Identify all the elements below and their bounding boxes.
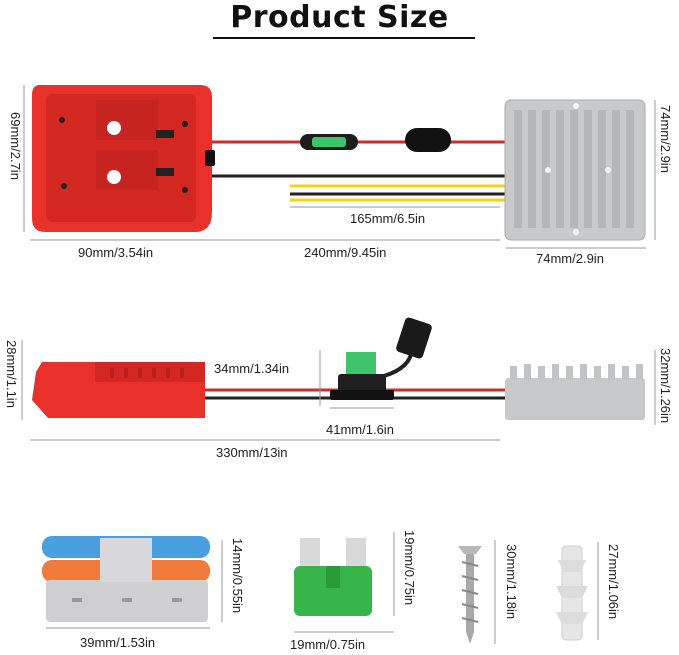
connector-width-label: 39mm/1.53in [80, 635, 156, 650]
side-fuse-holder [330, 317, 432, 400]
side-total-length-label: 330mm/13in [216, 445, 288, 460]
connector-height-label: 14mm/0.55in [230, 538, 245, 614]
top-wires [210, 140, 505, 202]
side-adapter-height-label: 28mm/1.1in [4, 340, 19, 408]
side-red-adapter [32, 362, 205, 418]
side-converter-height-label: 32mm/1.26in [658, 348, 673, 424]
top-cable-length-label: 240mm/9.45in [304, 245, 387, 260]
side-fuse-holder-width-label: 41mm/1.6in [326, 422, 394, 437]
page-title: Product Size [230, 0, 449, 35]
top-gray-converter [504, 99, 646, 241]
top-converter-height-label: 74mm/2.9in [658, 105, 673, 173]
screw [458, 546, 482, 644]
top-wire-length-label: 165mm/6.5in [350, 211, 426, 226]
fuse-height-label: 19mm/0.75in [402, 530, 417, 606]
top-dimension-lines [23, 85, 656, 249]
fuse-width-label: 19mm/0.75in [290, 637, 366, 652]
side-dimension-lines [21, 340, 656, 441]
wall-anchor [556, 545, 588, 641]
top-red-adapter [32, 85, 215, 232]
top-inline-fuse [300, 128, 451, 152]
side-gray-converter [505, 364, 645, 420]
top-converter-width-label: 74mm/2.9in [536, 251, 604, 266]
top-adapter-width-label: 90mm/3.54in [78, 245, 154, 260]
wire-connector [42, 536, 210, 622]
blade-fuse [294, 538, 372, 616]
accessory-dimension-lines [46, 532, 599, 644]
title-underline [213, 37, 475, 39]
anchor-length-label: 27mm/1.06in [606, 544, 621, 620]
screw-length-label: 30mm/1.18in [504, 544, 519, 620]
side-fuse-holder-height-label: 34mm/1.34in [214, 361, 290, 376]
top-adapter-height-label: 69mm/2.7in [8, 112, 23, 180]
